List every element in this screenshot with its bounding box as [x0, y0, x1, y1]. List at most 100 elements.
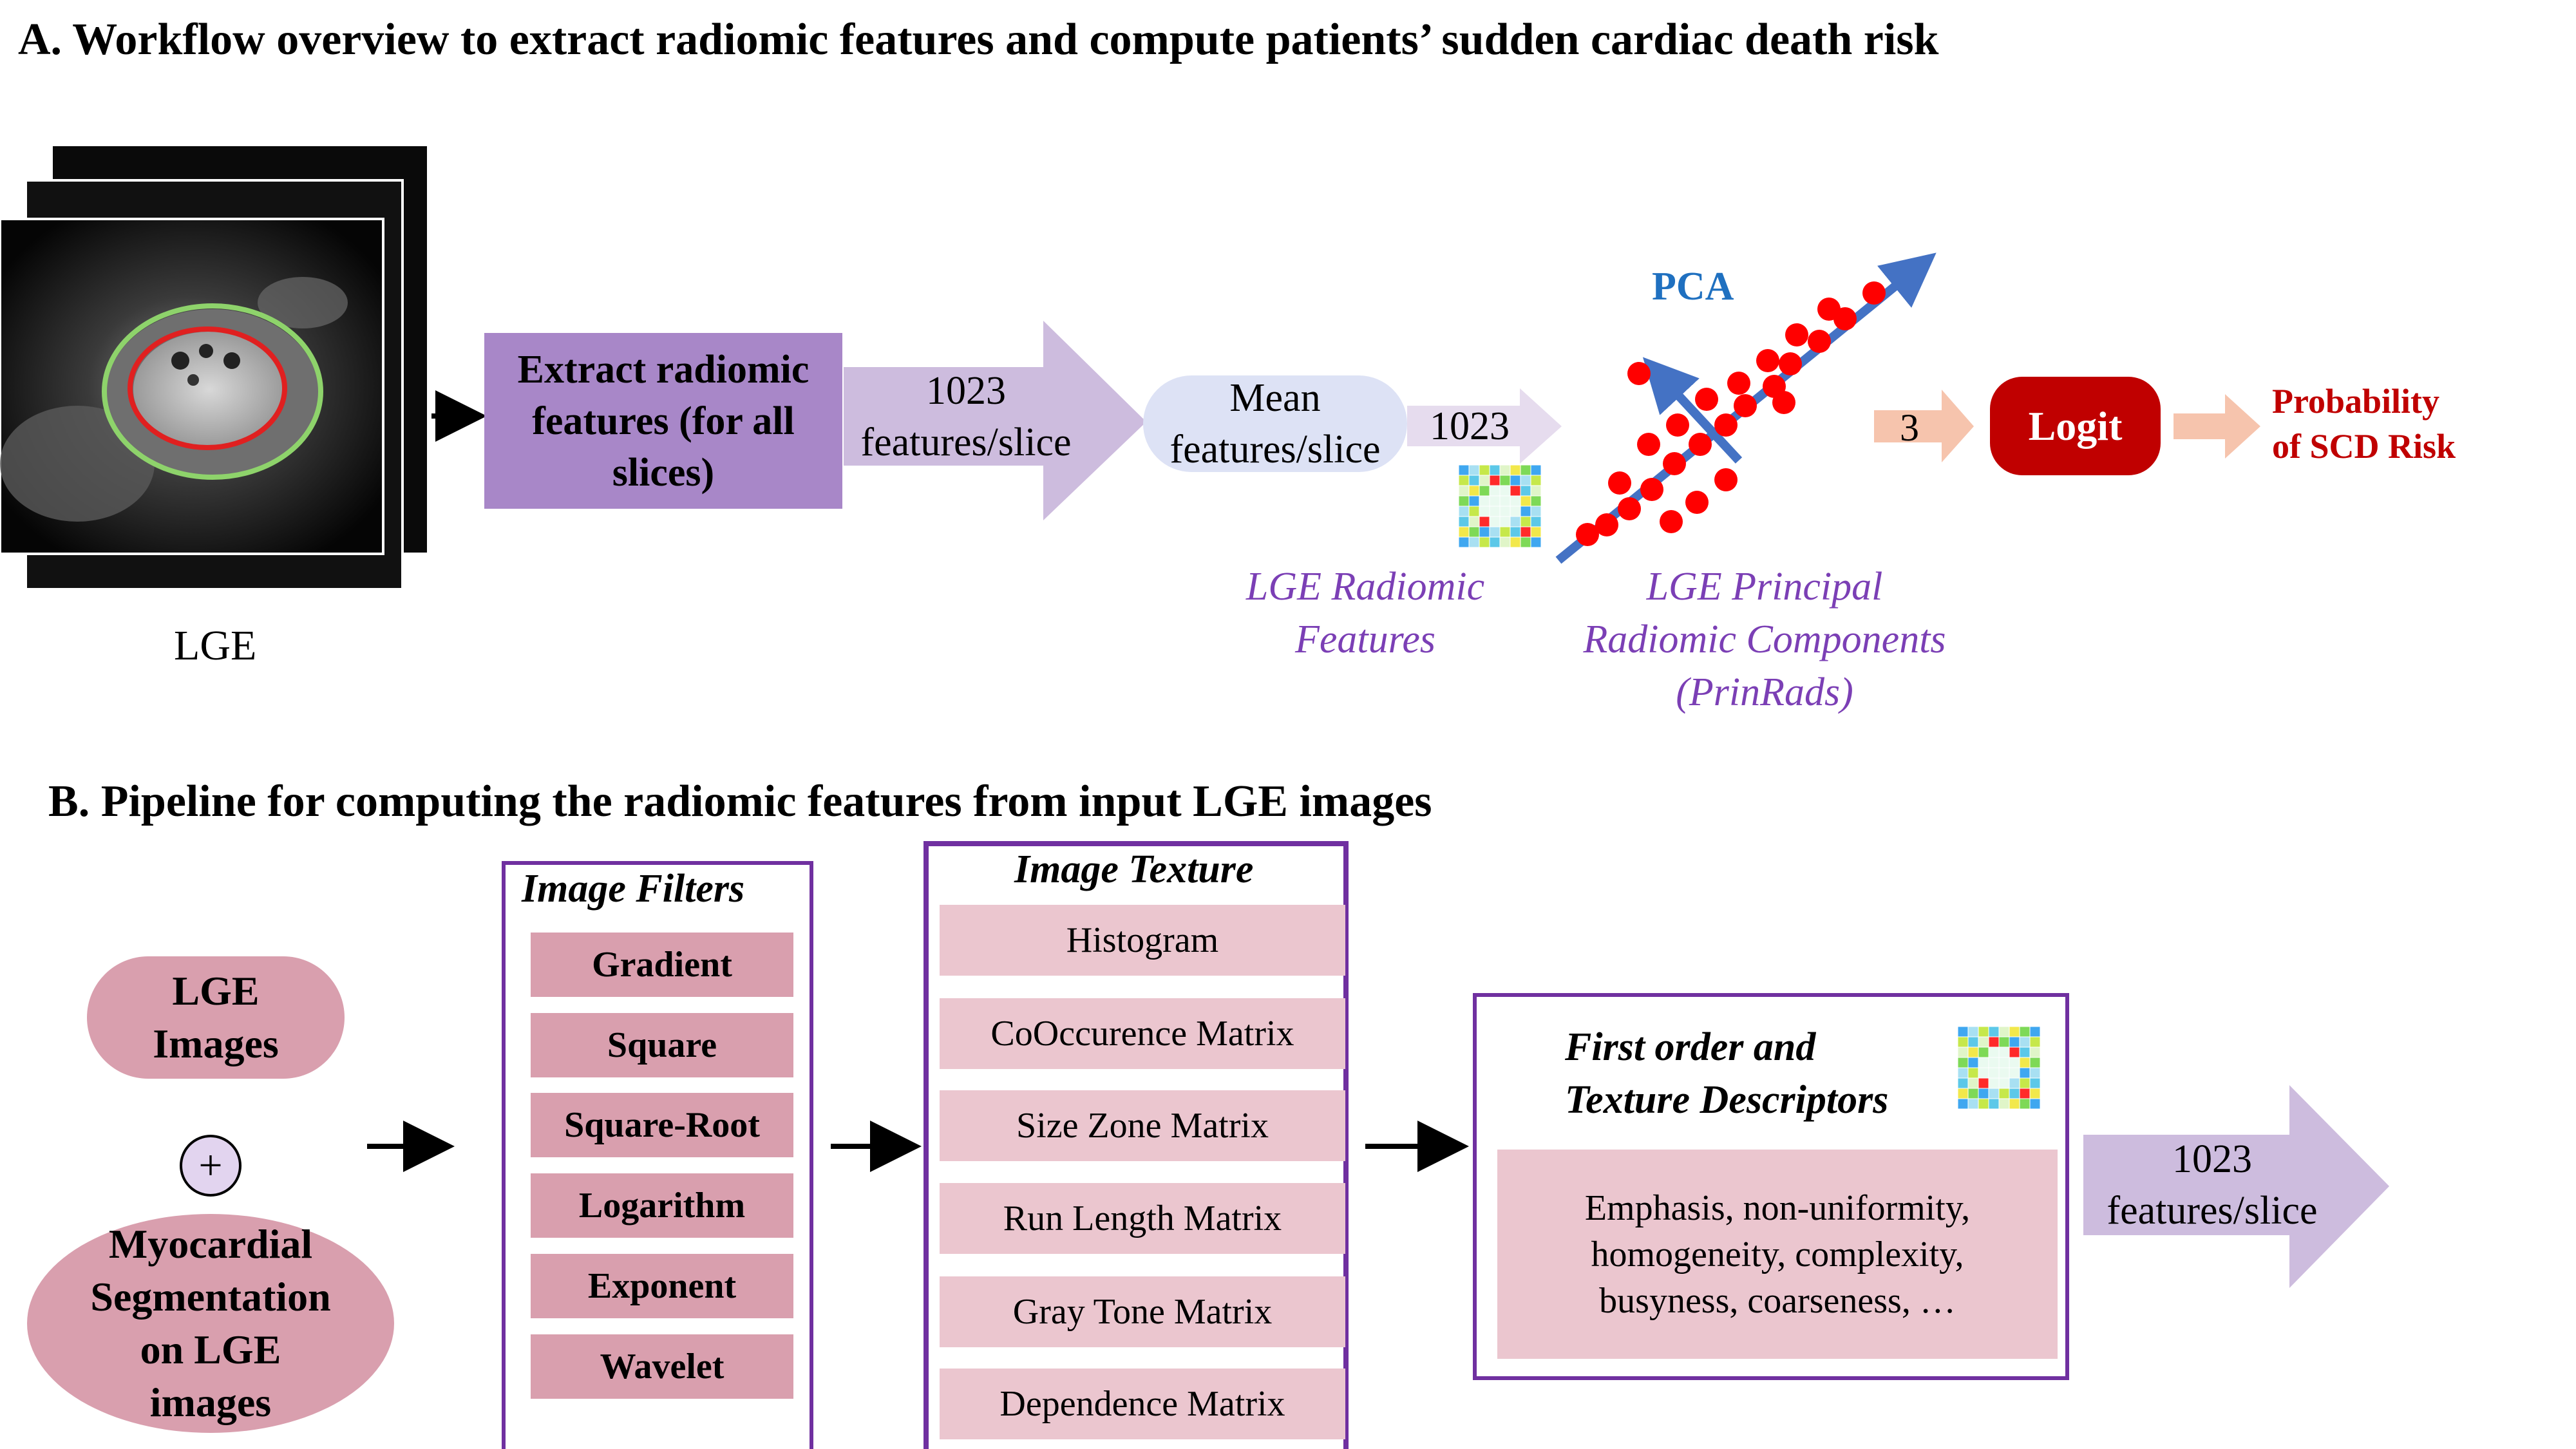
filter-square-root: Square-Root — [531, 1093, 793, 1157]
grid-cell — [1479, 516, 1490, 527]
grid-cell — [1499, 464, 1511, 476]
grid-cell — [1978, 1046, 1989, 1058]
grid-cell — [1489, 526, 1501, 538]
grid-cell — [1479, 536, 1490, 548]
grid-cell — [1479, 495, 1490, 507]
grid-cell — [2029, 1057, 2041, 1068]
grid-cell — [2019, 1057, 2031, 1068]
grid-cell — [2019, 1067, 2031, 1079]
texture-gray-tone: Gray Tone Matrix — [940, 1276, 1345, 1347]
grid-cell — [1957, 1098, 1969, 1110]
mean-line-1: Mean — [1229, 376, 1321, 420]
caption-radiomic-line-2: Features — [1294, 618, 1436, 661]
segmentation-box: Myocardial Segmentation on LGE images — [27, 1214, 394, 1433]
features-arrow-1-label: 1023 features/slice — [847, 367, 1085, 466]
output-arrow-label: 1023 features/slice — [2087, 1135, 2338, 1235]
grid-cell — [1499, 526, 1511, 538]
pca-point — [1640, 478, 1663, 501]
filter-gradient: Gradient — [531, 933, 793, 997]
grid-cell — [2019, 1046, 2031, 1058]
grid-cell — [2009, 1077, 2020, 1089]
segmentation-bg — [27, 1214, 394, 1433]
grid-cell — [1458, 516, 1470, 527]
caption-prinrads: LGE Principal Radiomic Components (PrinR… — [1546, 560, 1984, 719]
grid-cell — [1978, 1026, 1989, 1037]
pca-scatter — [1555, 252, 1937, 564]
extract-box: Extract radiomic features (for all slice… — [484, 333, 842, 509]
caption-prinrads-line-2: Radiomic Components — [1583, 618, 1946, 661]
pca-point — [1779, 352, 1802, 375]
grid-cell — [2019, 1088, 2031, 1099]
texture-cooccurence: CoOccurence Matrix — [940, 998, 1345, 1069]
grid-cell — [2009, 1098, 2020, 1110]
grid-cell — [1978, 1067, 1989, 1079]
grid-cell — [2029, 1036, 2041, 1048]
grid-cell — [1510, 526, 1521, 538]
pca-point — [1689, 433, 1712, 456]
grid-cell — [1988, 1088, 2000, 1099]
caption-prinrads-line-1: LGE Principal — [1646, 565, 1883, 609]
grid-cell — [2009, 1067, 2020, 1079]
grid-cell — [1530, 485, 1542, 497]
grid-cell — [1988, 1057, 2000, 1068]
filter-exponent: Exponent — [531, 1254, 793, 1318]
grid-cell — [1998, 1067, 2010, 1079]
grid-cell — [1998, 1088, 2010, 1099]
segmentation-line-4: images — [149, 1379, 272, 1425]
grid-cell — [2029, 1067, 2041, 1079]
radiomic-grid-icon — [1458, 464, 1542, 548]
grid-cell — [1530, 536, 1542, 548]
grid-cell — [1530, 495, 1542, 507]
segmentation-line-2: Segmentation — [90, 1274, 331, 1320]
grid-cell — [2029, 1046, 2041, 1058]
grid-cell — [1489, 506, 1501, 517]
grid-cell — [2009, 1057, 2020, 1068]
grid-cell — [1510, 485, 1521, 497]
pca-point — [1660, 510, 1683, 533]
caption-radiomic-features: LGE Radiomic Features — [1204, 560, 1526, 666]
grid-cell — [1510, 464, 1521, 476]
grid-cell — [1458, 495, 1470, 507]
extract-line-3: slices) — [612, 450, 715, 495]
grid-cell — [1520, 464, 1531, 476]
grid-cell — [1468, 526, 1480, 538]
probability-line-1: Probability — [2272, 382, 2440, 421]
grid-cell — [1957, 1046, 1969, 1058]
texture-frame — [923, 841, 1349, 1449]
arrow3-count: 3 — [1900, 406, 1919, 449]
pca-label: PCA — [1652, 265, 1734, 308]
grid-cell — [1978, 1077, 1989, 1089]
grid-cell — [1458, 536, 1470, 548]
grid-cell — [1510, 506, 1521, 517]
grid-cell — [1988, 1026, 2000, 1037]
output-count: 1023 — [2172, 1137, 2252, 1181]
descriptors-line-3: busyness, coarseness, … — [1599, 1280, 1956, 1321]
pca-point — [1618, 497, 1641, 520]
texture-size-zone: Size Zone Matrix — [940, 1090, 1345, 1161]
grid-cell — [1458, 506, 1470, 517]
grid-cell — [1520, 485, 1531, 497]
grid-cell — [1499, 475, 1511, 486]
grid-cell — [1458, 475, 1470, 486]
grid-cell — [1957, 1088, 1969, 1099]
segmentation-line-1: Myocardial — [108, 1221, 313, 1267]
descriptors-line-2: homogeneity, complexity, — [1591, 1234, 1964, 1274]
caption-prinrads-line-3: (PrinRads) — [1676, 670, 1853, 714]
grid-cell — [2009, 1088, 2020, 1099]
descriptors-title-line-2: Texture Descriptors — [1565, 1078, 1889, 1122]
grid-cell — [1530, 464, 1542, 476]
logit-box-bg — [1990, 377, 2161, 475]
descriptors-text-bg — [1497, 1150, 2058, 1359]
pca-point — [1714, 468, 1738, 491]
grid-cell — [2019, 1036, 2031, 1048]
grid-cell — [1967, 1088, 1979, 1099]
grid-cell — [1998, 1077, 2010, 1089]
lge-images-line-1: LGE — [172, 968, 260, 1014]
pca-point — [1727, 372, 1750, 395]
grid-cell — [1988, 1046, 2000, 1058]
grid-cell — [1967, 1057, 1979, 1068]
grid-cell — [1988, 1098, 2000, 1110]
grid-cell — [1988, 1067, 2000, 1079]
grid-cell — [1510, 516, 1521, 527]
grid-cell — [1499, 506, 1511, 517]
